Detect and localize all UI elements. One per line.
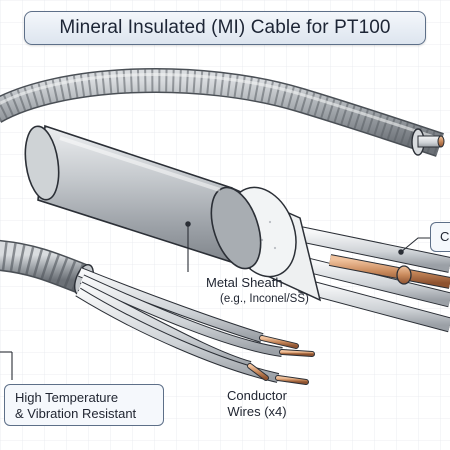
lower-conductor-wires (75, 267, 315, 385)
metal-sheath-cylinder (24, 124, 262, 270)
title-box: Mineral Insulated (MI) Cable for PT100 (24, 11, 426, 45)
cut-off-label-box: C (430, 222, 450, 252)
callout-leaders (0, 221, 432, 380)
cut-off-label: C (440, 229, 450, 244)
metal-sheath-label: Metal Sheath (206, 275, 283, 290)
upper-conduit-end (411, 128, 445, 156)
resistance-line-1: High Temperature (15, 390, 119, 405)
metal-sheath-callout: Metal Sheath (e.g., Inconel/SS) (206, 275, 309, 307)
resistance-label-box: High Temperature & Vibration Resistant (4, 384, 164, 426)
resistance-line-2: & Vibration Resistant (15, 406, 137, 421)
conductor-wires-line-1: Conductor (227, 388, 287, 403)
conductor-wires-line-2: Wires (x4) (227, 404, 287, 419)
main-cable-wires (288, 224, 450, 333)
metal-sheath-example: (e.g., Inconel/SS) (220, 293, 309, 305)
upper-flex-conduit (0, 67, 444, 157)
page-title: Mineral Insulated (MI) Cable for PT100 (59, 17, 391, 38)
conductor-wires-callout: Conductor Wires (x4) (217, 388, 297, 420)
